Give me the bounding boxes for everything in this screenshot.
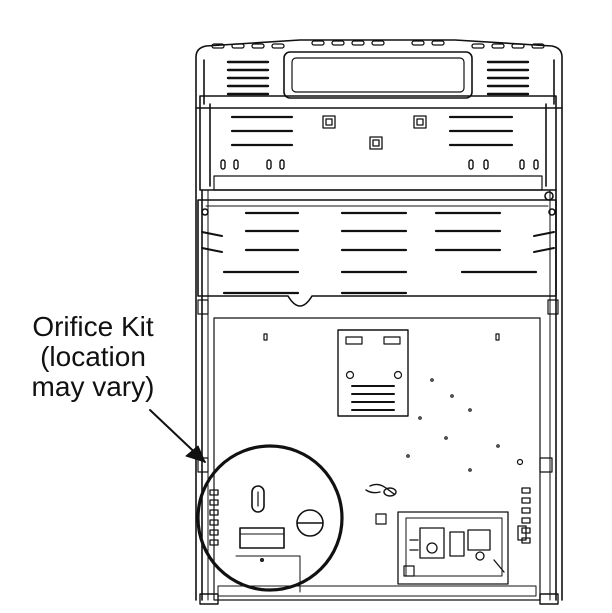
callout-line-3: may vary) [31, 371, 155, 402]
side-rails [195, 107, 563, 601]
middle-left-louvers [222, 211, 300, 295]
upper-right-louvers [448, 115, 514, 147]
callout-label: Orifice Kit (location may vary) [8, 312, 178, 402]
orifice-kit-slot [251, 485, 265, 513]
center-bracket [337, 329, 409, 417]
feet [199, 593, 559, 605]
bottom-side-vents [209, 487, 531, 546]
callout-line-2: (location [40, 341, 146, 372]
orifice-kit-pack [239, 527, 285, 549]
display-window [283, 51, 473, 99]
middle-center-louvers [340, 211, 408, 295]
callout-line-1: Orifice Kit [32, 311, 154, 342]
gas-fitting [365, 483, 397, 497]
middle-louver-panel [197, 199, 557, 307]
lower-back-panel [213, 317, 541, 601]
upper-slot-pairs [220, 159, 539, 170]
round-plug [296, 509, 324, 537]
middle-right-louvers [434, 211, 538, 274]
upper-back-panel [199, 95, 557, 191]
mounting-holes [263, 333, 524, 472]
orifice-kit-highlight [196, 444, 344, 593]
callout-arrow [149, 409, 206, 463]
top-right-vents [486, 60, 530, 96]
top-rail-slots [211, 40, 545, 49]
square-fasteners [322, 115, 427, 150]
top-left-vents [226, 60, 270, 96]
top-rear-panel [195, 39, 563, 109]
electrical-box [397, 511, 527, 585]
upper-left-louvers [230, 115, 294, 147]
